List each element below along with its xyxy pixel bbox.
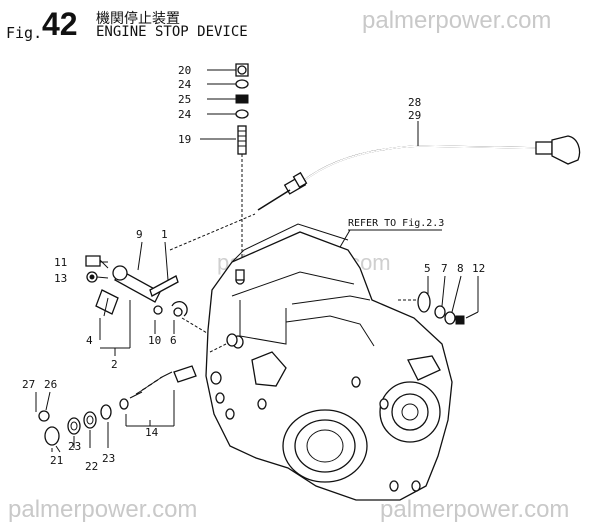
right-fastener-set — [398, 275, 479, 325]
part-label-2: 2 — [111, 358, 118, 371]
part-label-23: 23 — [68, 440, 81, 453]
part-label-28: 28 — [408, 96, 421, 109]
part-label-4: 4 — [86, 334, 93, 347]
part-label-13: 13 — [54, 272, 67, 285]
part-label-22: 22 — [85, 460, 98, 473]
watermark-bottom-right: palmerpower.com — [380, 496, 569, 523]
title-english: ENGINE STOP DEVICE — [96, 24, 248, 40]
figure-prefix: Fig. — [6, 24, 43, 42]
part-label-12: 12 — [472, 262, 485, 275]
part-label-24b: 24 — [178, 108, 192, 121]
part-label-11: 11 — [54, 256, 67, 269]
figure-heading: Fig. 42 機関停止装置 ENGINE STOP DEVICE — [6, 6, 306, 44]
nut-stack — [200, 63, 249, 270]
part-label-8: 8 — [457, 262, 464, 275]
stop-lever-assembly — [85, 213, 256, 356]
watermark-top: palmerpower.com — [362, 7, 551, 34]
part-label-20: 20 — [178, 64, 191, 77]
figure-number: 42 — [42, 6, 78, 42]
stop-cable: 28 29 — [257, 96, 581, 211]
part-label-24: 24 — [178, 78, 192, 91]
part-label-1: 1 — [161, 228, 168, 241]
part-label-21: 21 — [50, 454, 63, 467]
engine-housing — [205, 223, 453, 501]
part-label-9: 9 — [136, 228, 143, 241]
title-japanese: 機関停止装置 — [96, 11, 180, 27]
part-label-23b: 23 — [102, 452, 115, 465]
lower-linkage — [35, 333, 238, 453]
part-label-26: 26 — [44, 378, 57, 391]
part-label-7: 7 — [441, 262, 448, 275]
part-label-5: 5 — [424, 262, 431, 275]
refer-note: REFER TO Fig.2.3 — [348, 218, 444, 229]
part-label-25: 25 — [178, 93, 191, 106]
part-label-6: 6 — [170, 334, 177, 347]
part-label-27: 27 — [22, 378, 35, 391]
part-label-14: 14 — [145, 426, 159, 439]
part-label-29: 29 — [408, 109, 421, 122]
part-label-19: 19 — [178, 133, 191, 146]
part-label-10: 10 — [148, 334, 161, 347]
watermark-bottom-left: palmerpower.com — [8, 496, 197, 523]
